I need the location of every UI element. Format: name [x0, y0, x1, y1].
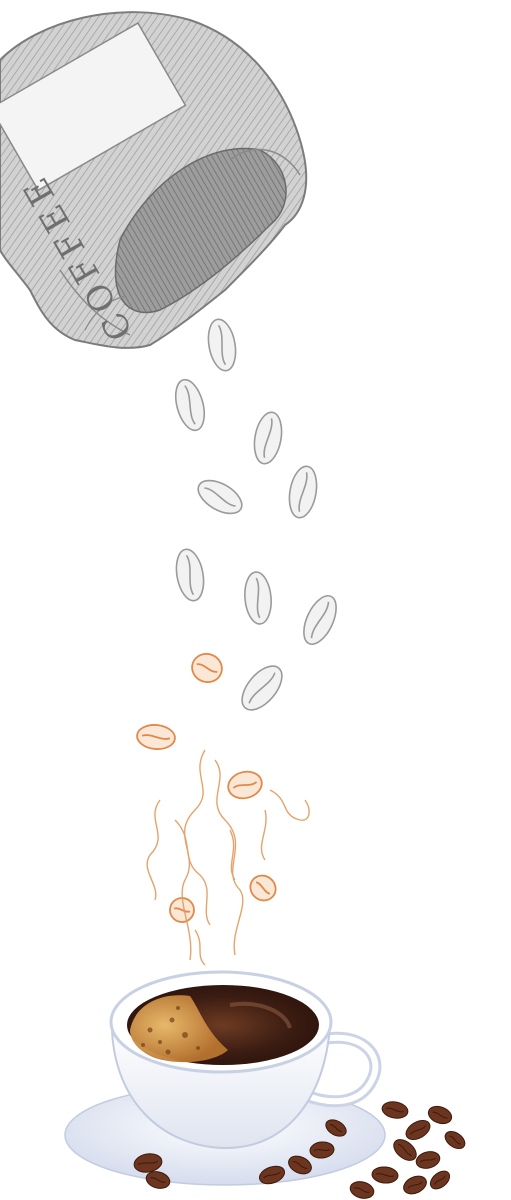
coffee-bean-icon	[169, 897, 195, 923]
roasted-coffee-bean-icon	[381, 1101, 409, 1119]
coffee-bean-icon	[197, 479, 243, 515]
roasted-coffee-bean-icon	[429, 1170, 451, 1190]
crema	[130, 995, 228, 1063]
roasted-coffee-bean-icon	[415, 1151, 441, 1169]
coffee-bean-icon	[244, 571, 272, 625]
roasted-coffee-bean-icon	[349, 1181, 375, 1199]
coffee-bean-icon	[241, 665, 283, 711]
roasted-coffee-bean-icon	[403, 1175, 427, 1195]
coffee-bean-icon	[207, 318, 237, 372]
coffee-bean-icon	[227, 770, 263, 800]
coffee-bean-icon	[175, 548, 205, 602]
falling-grey-beans	[174, 318, 337, 711]
roasted-beans	[133, 1101, 466, 1199]
roasted-coffee-bean-icon	[145, 1171, 171, 1189]
steam-icon	[146, 749, 310, 966]
coffee-bean-icon	[288, 465, 318, 519]
coffee-bean-icon	[136, 724, 176, 750]
roasted-coffee-bean-icon	[325, 1119, 347, 1137]
coffee-bean-icon	[191, 652, 223, 684]
roasted-coffee-bean-icon	[371, 1166, 399, 1184]
roasted-coffee-bean-icon	[393, 1139, 417, 1161]
coffee-bean-icon	[174, 378, 206, 432]
coffee-bean-icon	[253, 411, 283, 465]
roasted-coffee-bean-icon	[444, 1130, 466, 1150]
roasted-coffee-bean-icon	[258, 1165, 286, 1185]
roasted-coffee-bean-icon	[133, 1153, 163, 1173]
coffee-bag-icon: COFFEE	[0, 11, 308, 349]
coffee-bean-icon	[303, 595, 337, 645]
roasted-coffee-bean-icon	[288, 1155, 312, 1175]
falling-orange-beans	[136, 652, 277, 923]
roasted-coffee-bean-icon	[405, 1120, 431, 1140]
roasted-coffee-bean-icon	[427, 1105, 453, 1125]
roasted-coffee-bean-icon	[309, 1141, 335, 1159]
coffee-cup-icon	[109, 970, 382, 1150]
coffee-bean-icon	[249, 874, 277, 902]
